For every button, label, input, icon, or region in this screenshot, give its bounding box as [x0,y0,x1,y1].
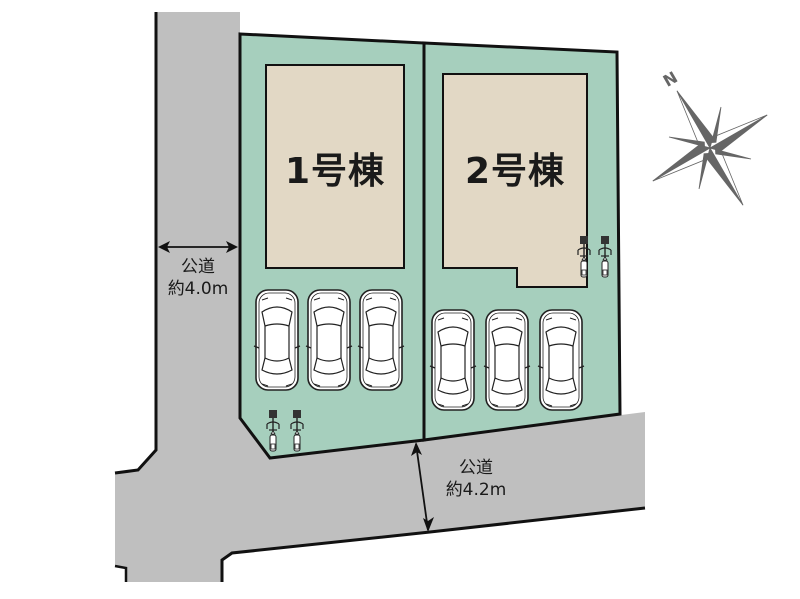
road-west-name: 公道 [181,257,215,277]
car-icon [357,289,405,391]
building-1-label: 1号棟 [284,151,386,192]
car-icon [537,309,585,411]
road-south-width-arrow [411,442,434,532]
building-1 [265,64,405,269]
car-icon [253,289,301,391]
building-2 [442,73,588,288]
compass-north-label: N [660,68,681,91]
car-icon [305,289,353,391]
car-icon [429,309,477,411]
road-west-width-arrow [158,241,238,253]
road-west-surface [115,12,645,582]
road-south-width: 約4.2m [445,480,507,500]
car-icon [483,309,531,411]
road-west-label: 公道 約4.0m [150,256,246,300]
road-south-label: 公道 約4.2m [428,457,524,501]
road-south-name: 公道 [459,458,493,478]
building-2-label: 2号棟 [464,151,566,192]
road-west-width: 約4.0m [167,279,229,299]
compass-rose-icon: N [652,68,768,206]
